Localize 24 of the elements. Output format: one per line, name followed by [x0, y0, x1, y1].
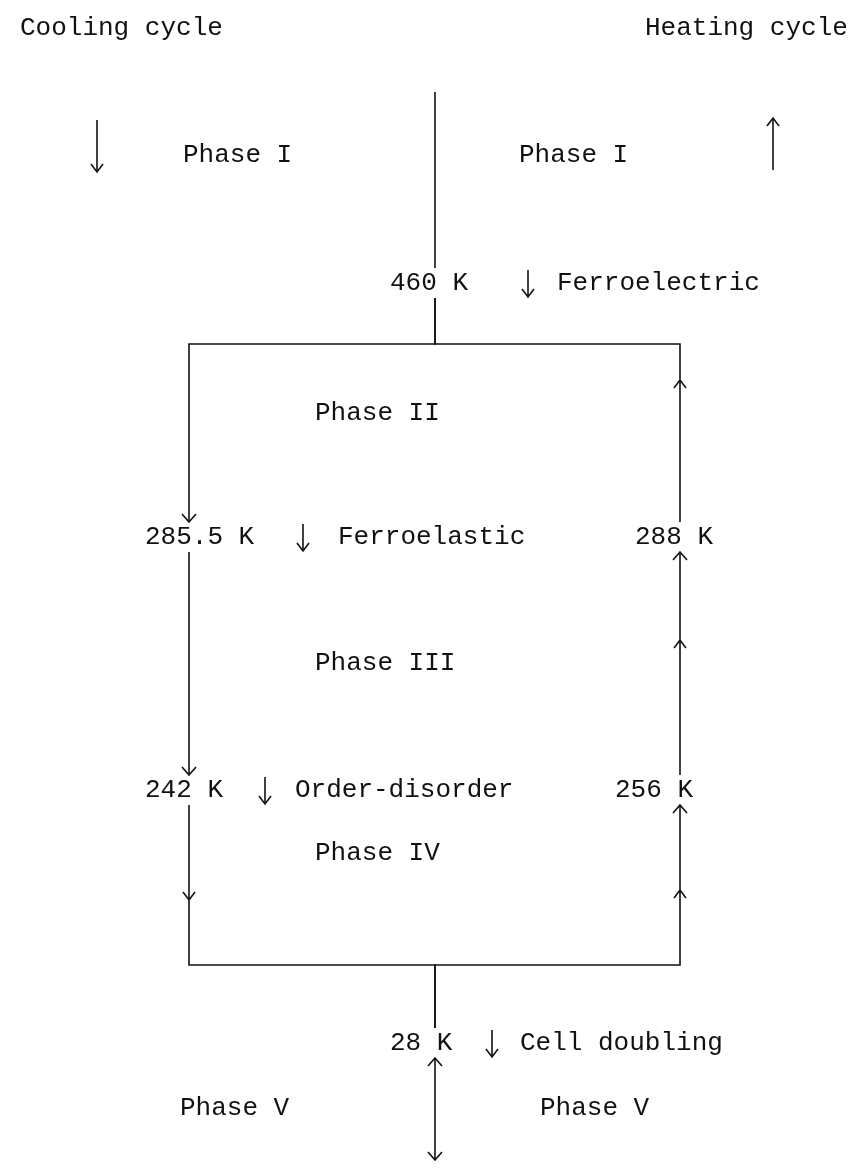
phase-label: Phase V	[180, 1093, 290, 1123]
phase-label: Cell doubling	[520, 1028, 723, 1058]
phase-label: Phase V	[540, 1093, 650, 1123]
temperature-label: 242 K	[145, 775, 223, 805]
arrow	[434, 804, 688, 1029]
phase-label: Phase IV	[315, 838, 440, 868]
phase-label: Ferroelectric	[557, 268, 760, 298]
temperature-label: 285.5 K	[145, 522, 255, 552]
phase-label: Phase I	[519, 140, 629, 170]
arrow	[427, 1057, 443, 1161]
cycle-label: Heating cycle	[645, 13, 848, 43]
temperature-label: 28 K	[390, 1028, 453, 1058]
temperature-label: 288 K	[635, 522, 713, 552]
phase-label: Order-disorder	[295, 775, 514, 805]
phase-label: Phase I	[183, 140, 293, 170]
temperature-label: 460 K	[390, 268, 468, 298]
phase-label: Ferroelastic	[338, 522, 526, 552]
phase-label: Phase III	[315, 648, 456, 678]
phase-label: Phase II	[315, 398, 440, 428]
arrow	[181, 551, 197, 776]
cycle-label: Cooling cycle	[20, 13, 223, 43]
temperature-label: 256 K	[615, 775, 693, 805]
arrow	[672, 551, 688, 776]
arrow	[434, 297, 687, 523]
